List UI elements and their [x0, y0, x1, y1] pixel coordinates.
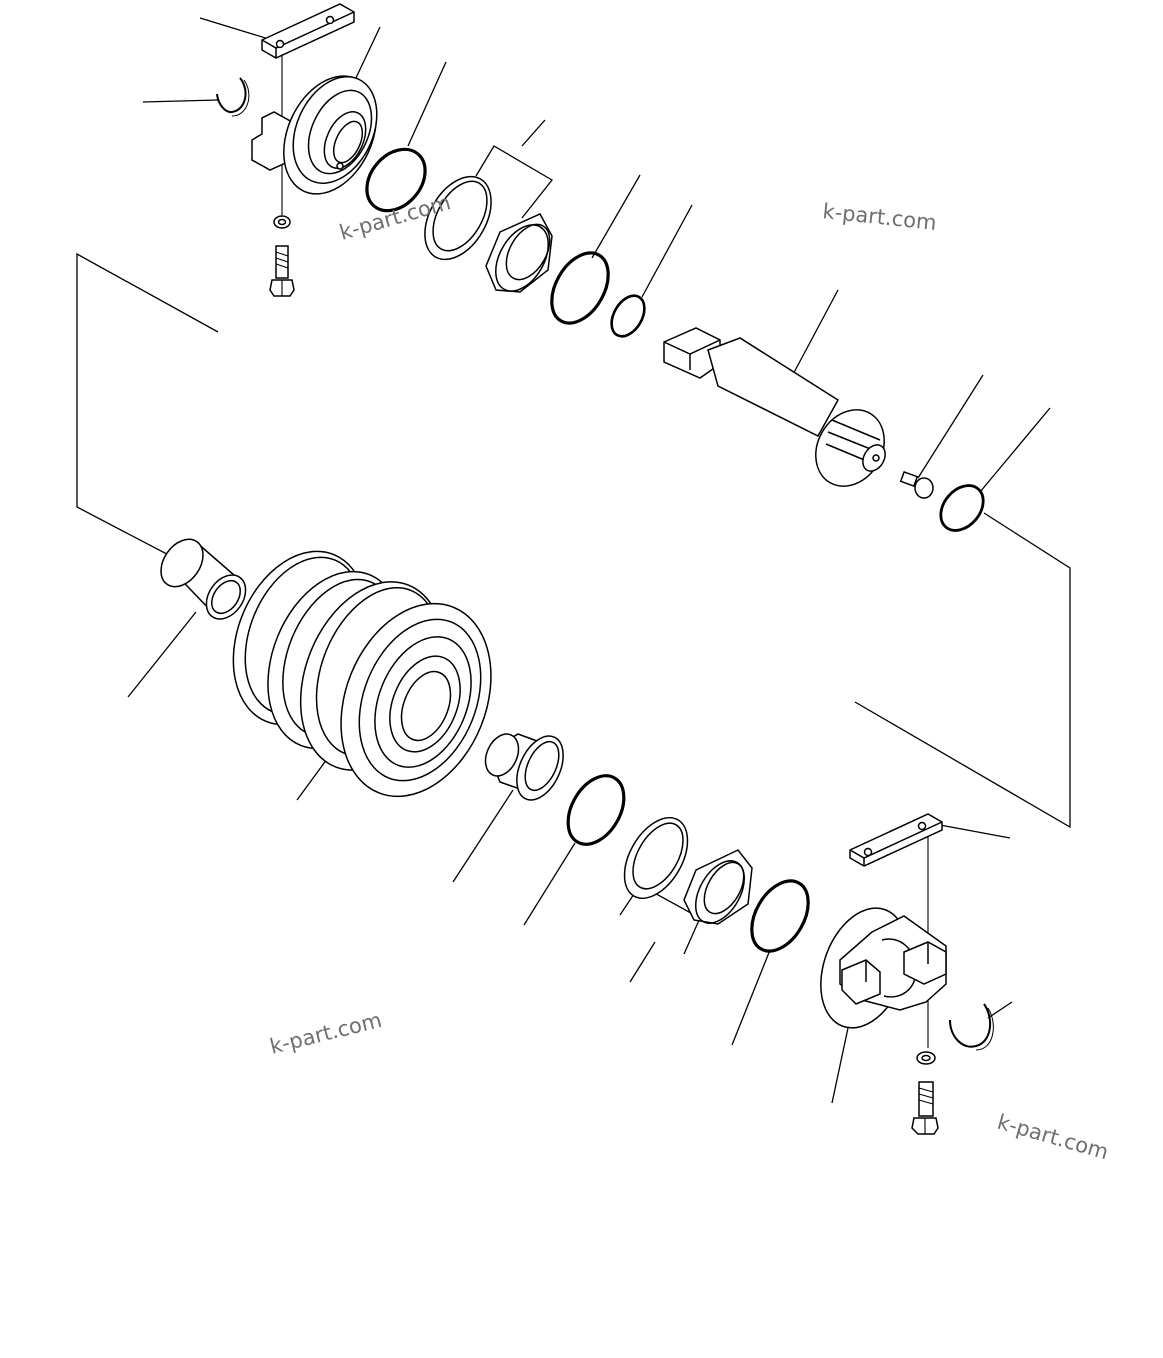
collar-top: [251, 75, 378, 195]
bolt-top: [269, 245, 295, 297]
bolt-bottom: [911, 1081, 939, 1135]
watermark-4: k-part.com: [995, 1110, 1112, 1165]
plug: [899, 470, 934, 499]
lock-plate-bottom: [849, 813, 943, 867]
floating-seal-bottom: [623, 816, 753, 925]
o-ring-bottom-1: [566, 774, 626, 846]
lock-plate-top: [261, 3, 355, 59]
bushing-right: [484, 733, 564, 801]
o-ring-top-1: [365, 147, 427, 213]
snap-ring-top: [216, 77, 250, 117]
bushing-left: [160, 538, 247, 620]
washer-top: [273, 215, 291, 229]
collar-bottom: [820, 907, 947, 1029]
o-ring-top-3: [610, 294, 646, 338]
roller: [232, 550, 492, 798]
o-ring-top-2: [550, 251, 610, 325]
watermark-2: k-part.com: [821, 199, 937, 235]
shaft: [663, 327, 886, 487]
washer-bottom: [916, 1051, 936, 1065]
snap-ring-bottom: [949, 1003, 994, 1051]
floating-seal-top: [424, 175, 553, 293]
watermark-3: k-part.com: [267, 1008, 384, 1059]
o-ring-bottom-2: [750, 879, 810, 953]
o-ring-right: [939, 484, 985, 532]
